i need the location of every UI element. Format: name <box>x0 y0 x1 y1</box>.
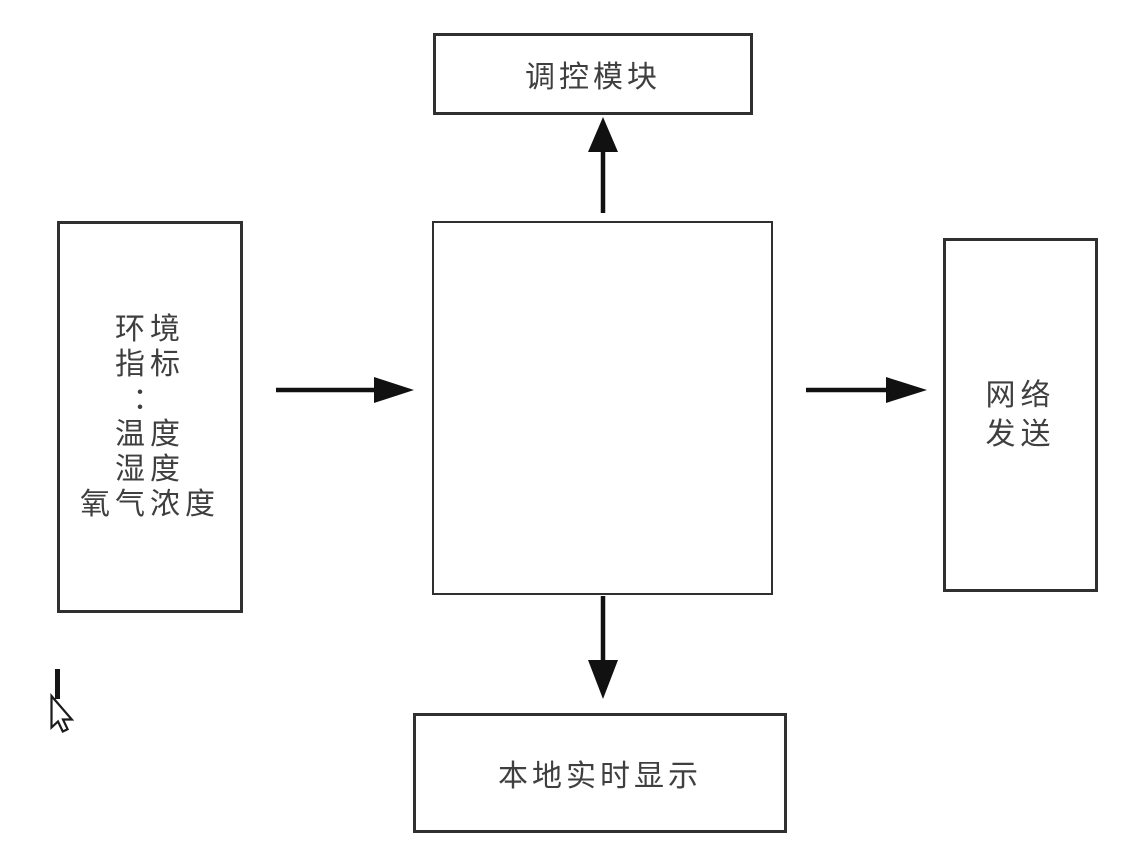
node-network-send-label: 网络 发送 <box>986 376 1056 454</box>
env-line: 环境 <box>115 312 185 347</box>
network-line: 发送 <box>985 417 1056 452</box>
node-main-unit <box>432 221 773 595</box>
env-line: 温度 <box>115 417 185 452</box>
arrow-up-connector <box>588 117 618 213</box>
network-line: 网络 <box>985 378 1056 413</box>
arrow-left-input-connector <box>276 377 414 403</box>
env-line: 氧气浓度 <box>80 487 220 522</box>
node-control-module: 调控模块 <box>433 33 753 115</box>
env-line: 湿度 <box>115 452 185 487</box>
node-env-indicators: 环境 指标 ： 温度 湿度 氧气浓度 <box>57 221 243 613</box>
node-control-module-label: 调控模块 <box>525 60 661 95</box>
arrow-down-connector <box>588 596 618 699</box>
mouse-cursor-pointer <box>50 693 75 733</box>
arrow-right-output-connector <box>806 377 927 403</box>
node-network-send: 网络 发送 <box>943 238 1098 592</box>
node-local-display-label: 本地实时显示 <box>498 759 702 794</box>
env-line: 指标 <box>115 347 185 382</box>
node-local-display: 本地实时显示 <box>413 713 787 833</box>
node-env-indicators-label: 环境 指标 ： 温度 湿度 氧气浓度 <box>80 312 220 522</box>
env-line: ： <box>132 382 168 417</box>
text-caret <box>55 669 60 699</box>
